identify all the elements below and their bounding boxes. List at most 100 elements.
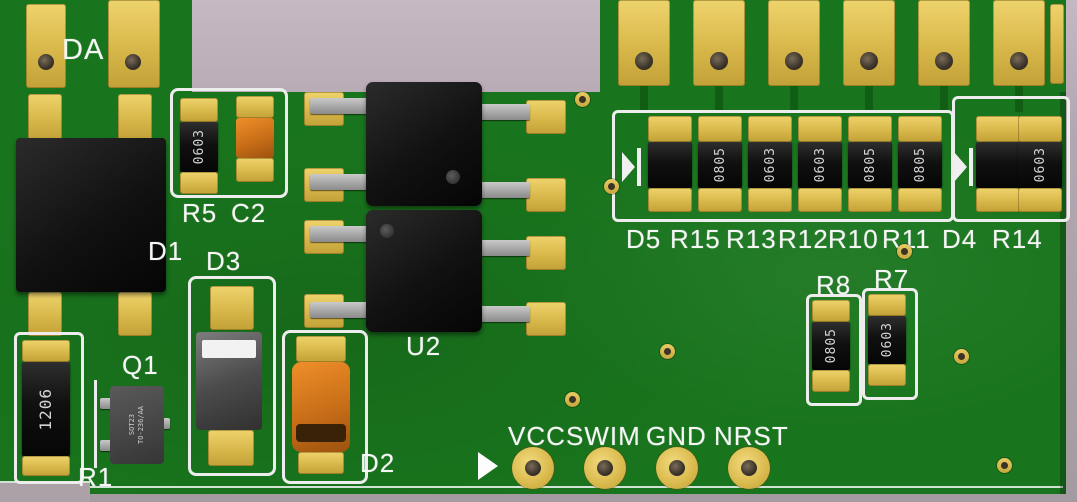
smd-pad[interactable] [976,116,1020,142]
smd-pad[interactable] [812,300,850,322]
diode-body[interactable] [648,142,692,188]
resistor-R5-body[interactable]: 0603 [180,122,218,172]
smd-pad[interactable] [526,178,566,212]
capacitor-D2-body[interactable] [292,362,350,452]
component-R15[interactable]: 0805 [698,116,742,212]
through-hole-pad[interactable] [618,0,670,86]
component-R13[interactable]: 0603 [748,116,792,212]
smd-pad[interactable] [22,456,70,476]
smd-pad[interactable] [180,98,218,122]
smd-pad[interactable] [118,94,152,140]
smd-pad[interactable] [526,236,566,270]
resistor-body[interactable]: 0805 [698,142,742,188]
through-hole-pad[interactable] [843,0,895,86]
smd-pad[interactable] [28,292,62,336]
smd-pad[interactable] [698,188,742,212]
drill-hole [741,460,757,476]
through-hole-pad[interactable] [918,0,970,86]
via[interactable] [897,244,912,259]
silkscreen-outline-D4-R14 [952,96,1070,222]
header-pad-gnd[interactable] [656,447,698,489]
smd-pad[interactable] [698,116,742,142]
smd-pad[interactable] [180,172,218,194]
smd-pad[interactable] [798,116,842,142]
through-hole-pad[interactable] [26,4,66,88]
diode-body[interactable] [976,142,1020,188]
component-marking: 0603 [812,147,828,183]
smd-pad[interactable] [210,286,254,330]
component-marking: 1206 [36,387,55,431]
smd-pad[interactable] [798,188,842,212]
smd-pad[interactable] [848,116,892,142]
polarity-band [296,424,346,442]
smd-pad[interactable] [118,292,152,336]
smd-pad[interactable] [868,364,906,386]
smd-pad[interactable] [1018,188,1062,212]
smd-pad[interactable] [28,94,62,140]
via[interactable] [954,349,969,364]
smd-pad[interactable] [1018,116,1062,142]
resistor-R1-body[interactable]: 1206 [22,362,70,456]
component-R11[interactable]: 0805 [898,116,942,212]
through-hole-pad[interactable] [693,0,745,86]
ic-U2-body-top[interactable] [366,82,482,206]
smd-pad[interactable] [812,370,850,392]
resistor-body[interactable]: 0603 [748,142,792,188]
resistor-R8-body[interactable]: 0805 [812,322,850,370]
smd-pad[interactable] [208,430,254,466]
header-pad-nrst[interactable] [728,447,770,489]
edge-pad[interactable] [1050,4,1064,84]
label-D2: D2 [360,448,396,478]
smd-pad[interactable] [648,116,692,142]
smd-pad[interactable] [298,452,344,474]
drill-hole [935,52,953,70]
component-R10[interactable]: 0805 [848,116,892,212]
copper-trace [715,86,723,112]
pin1-arrow-icon [478,452,498,480]
smd-pad[interactable] [868,294,906,316]
smd-pad[interactable] [898,116,942,142]
resistor-body[interactable]: 0603 [1018,142,1062,188]
smd-pad[interactable] [976,188,1020,212]
copper-trace [940,86,948,112]
component-D5[interactable] [648,116,692,212]
smd-pad[interactable] [848,188,892,212]
header-pad-swim[interactable] [584,447,626,489]
smd-pad[interactable] [648,188,692,212]
component-R14[interactable]: 0603 [1018,116,1062,212]
smd-pad[interactable] [748,188,792,212]
smd-pad[interactable] [526,302,566,336]
through-hole-pad[interactable] [993,0,1045,86]
via[interactable] [575,92,590,107]
resistor-body[interactable]: 0603 [798,142,842,188]
smd-pad[interactable] [236,96,274,118]
via[interactable] [660,344,675,359]
header-pad-vcc[interactable] [512,447,554,489]
via[interactable] [604,179,619,194]
capacitor-C2-body[interactable] [236,118,274,158]
smd-pad[interactable] [748,116,792,142]
through-hole-pad[interactable] [768,0,820,86]
transistor-Q1-body[interactable]: SOT23 TO-236/AA [110,386,164,464]
diode-D3-body[interactable] [196,332,262,430]
resistor-body[interactable]: 0805 [848,142,892,188]
through-hole-pad[interactable] [108,0,160,88]
resistor-body[interactable]: 0805 [898,142,942,188]
smd-pad[interactable] [526,100,566,134]
pin [480,306,530,322]
via[interactable] [565,392,580,407]
component-marking: 0603 [762,147,778,183]
smd-pad[interactable] [22,340,70,362]
label-R12: R12 [778,224,829,254]
resistor-R7-body[interactable]: 0603 [868,316,906,364]
smd-pad[interactable] [236,158,274,182]
smd-pad[interactable] [296,336,346,362]
smd-pad[interactable] [898,188,942,212]
diode-D1-body[interactable] [16,138,166,292]
label-U2: U2 [406,331,442,361]
via[interactable] [997,458,1012,473]
component-D4[interactable] [976,116,1020,212]
ic-U2-body-bottom[interactable] [366,210,482,332]
component-R12[interactable]: 0603 [798,116,842,212]
